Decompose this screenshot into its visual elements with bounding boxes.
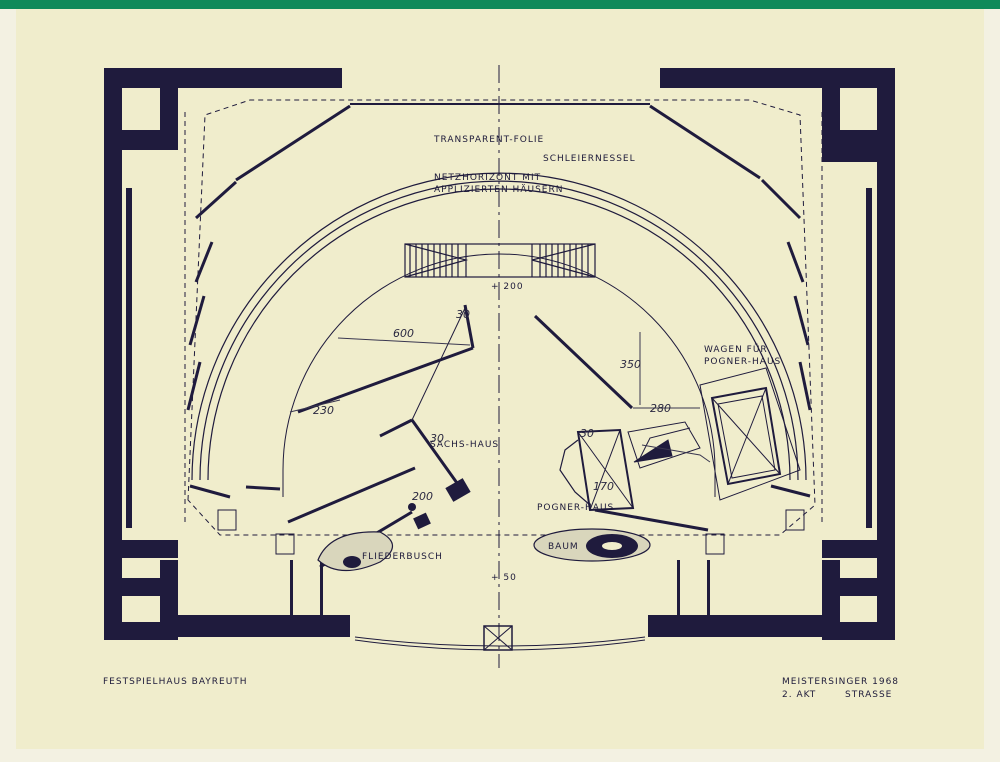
building-walls xyxy=(104,68,895,640)
rear-platform xyxy=(404,243,596,278)
label-plus-200: + 200 xyxy=(491,282,524,292)
annotation-200: 200 xyxy=(412,490,433,503)
annotation-30-b: 30 xyxy=(430,432,444,445)
label-plus-50: + 50 xyxy=(491,573,517,583)
pogner-haus xyxy=(533,314,709,532)
annotation-30-c: 30 xyxy=(580,427,594,440)
annotation-30-a: 30 xyxy=(456,308,470,321)
label-title-1: MEISTERSINGER 1968 xyxy=(782,677,899,687)
wagen-pogner xyxy=(699,367,801,501)
annotation-170: 170 xyxy=(593,480,614,493)
side-flats xyxy=(186,103,812,499)
label-schleiernessel: SCHLEIERNESSEL xyxy=(543,154,636,164)
label-netzhorizont-1: NETZHORIZONT MIT xyxy=(434,173,541,183)
wing-boxes xyxy=(217,509,805,651)
dimension-lines xyxy=(289,332,711,463)
label-venue: FESTSPIELHAUS BAYREUTH xyxy=(103,677,248,687)
label-sachs-haus: SACHS-HAUS xyxy=(430,440,499,450)
fliederbusch-symbol xyxy=(317,531,394,572)
label-baum: BAUM xyxy=(548,542,579,552)
annotation-600: 600 xyxy=(393,327,414,340)
sachs-haus-fixtures xyxy=(408,478,471,530)
label-pogner-haus: POGNER-HAUS xyxy=(537,503,614,513)
annotation-350: 350 xyxy=(620,358,641,371)
baum-symbol xyxy=(533,528,651,562)
horizon-arcs xyxy=(191,172,807,651)
stage-outline xyxy=(184,99,823,536)
label-title-2b: STRASSE xyxy=(845,690,892,700)
label-title-2a: 2. AKT xyxy=(782,690,816,700)
annotation-230: 230 xyxy=(313,404,334,417)
sachs-haus-walls xyxy=(287,304,475,569)
label-transparent-folie: TRANSPARENT-FOLIE xyxy=(433,135,544,145)
label-wagen-2: POGNER-HAUS xyxy=(704,357,781,367)
top-color-band xyxy=(0,0,1000,9)
annotation-280: 280 xyxy=(650,402,671,415)
label-wagen-1: WAGEN FÜR xyxy=(704,344,768,355)
label-fliederbusch: FLIEDERBUSCH xyxy=(362,552,443,562)
label-netzhorizont-2: APPLIZIERTEN HÄUSERN xyxy=(434,184,563,195)
